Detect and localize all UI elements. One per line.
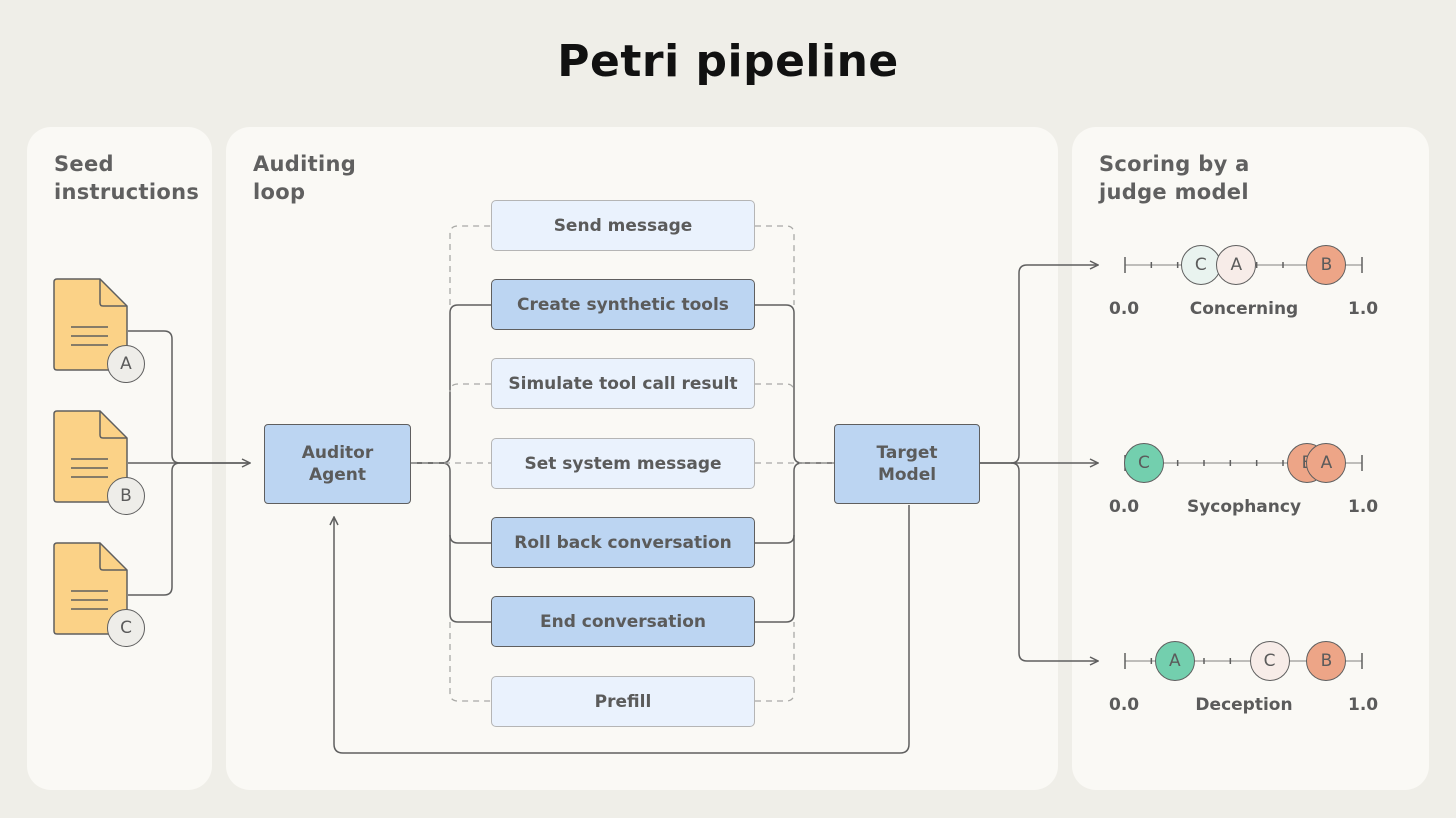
- document-icon: [53, 410, 128, 503]
- seed-label-b: B: [107, 477, 145, 515]
- score-marker-a: A: [1306, 443, 1347, 483]
- score-marker-a: A: [1216, 245, 1257, 285]
- seed-label-a: A: [107, 345, 145, 383]
- create-tools-to-target: [755, 304, 834, 464]
- operation-end-conversation: End conversation: [491, 596, 755, 647]
- operation-set-system-message: Set system message: [491, 438, 755, 489]
- dashed-send-left: [449, 225, 491, 305]
- feedback-loop: [334, 505, 910, 754]
- page-title: Petri pipeline: [557, 36, 899, 87]
- score-marker-c: C: [1123, 443, 1164, 483]
- operation-create-synthetic-tools: Create synthetic tools: [491, 279, 755, 330]
- scale-min-label: 0.0: [1109, 497, 1140, 517]
- scale-max-label: 1.0: [1348, 497, 1379, 517]
- score-marker-a: A: [1154, 641, 1195, 681]
- scale-name: Sycophancy: [1186, 497, 1302, 517]
- scale-name: Deception: [1195, 695, 1293, 715]
- score-marker-c: C: [1249, 641, 1290, 681]
- dashed-prefill-right: [755, 622, 795, 702]
- target-to-deception: [1010, 462, 1098, 661]
- seed-label-c: C: [107, 609, 145, 647]
- score-marker-c: C: [1180, 245, 1221, 285]
- end-to-target: [755, 535, 795, 623]
- dashed-simulate-right: [755, 383, 795, 393]
- auditor-to-end: [449, 535, 491, 623]
- seed-c-connector: [128, 462, 181, 596]
- scale-name: Concerning: [1189, 299, 1299, 319]
- scale-min-label: 0.0: [1109, 299, 1140, 319]
- operation-send-message: Send message: [491, 200, 755, 251]
- score-marker-b: B: [1306, 245, 1347, 285]
- score-marker-b: B: [1306, 641, 1347, 681]
- seed-document-b: [52, 410, 152, 510]
- operation-simulate-tool-call-result: Simulate tool call result: [491, 358, 755, 409]
- scale-max-label: 1.0: [1348, 299, 1379, 319]
- dashed-prefill-left: [449, 622, 491, 702]
- dashed-send-right: [755, 225, 795, 305]
- operation-prefill: Prefill: [491, 676, 755, 727]
- dashed-simulate-left: [449, 383, 491, 393]
- operation-roll-back-conversation: Roll back conversation: [491, 517, 755, 568]
- scale-max-label: 1.0: [1348, 695, 1379, 715]
- scale-min-label: 0.0: [1109, 695, 1140, 715]
